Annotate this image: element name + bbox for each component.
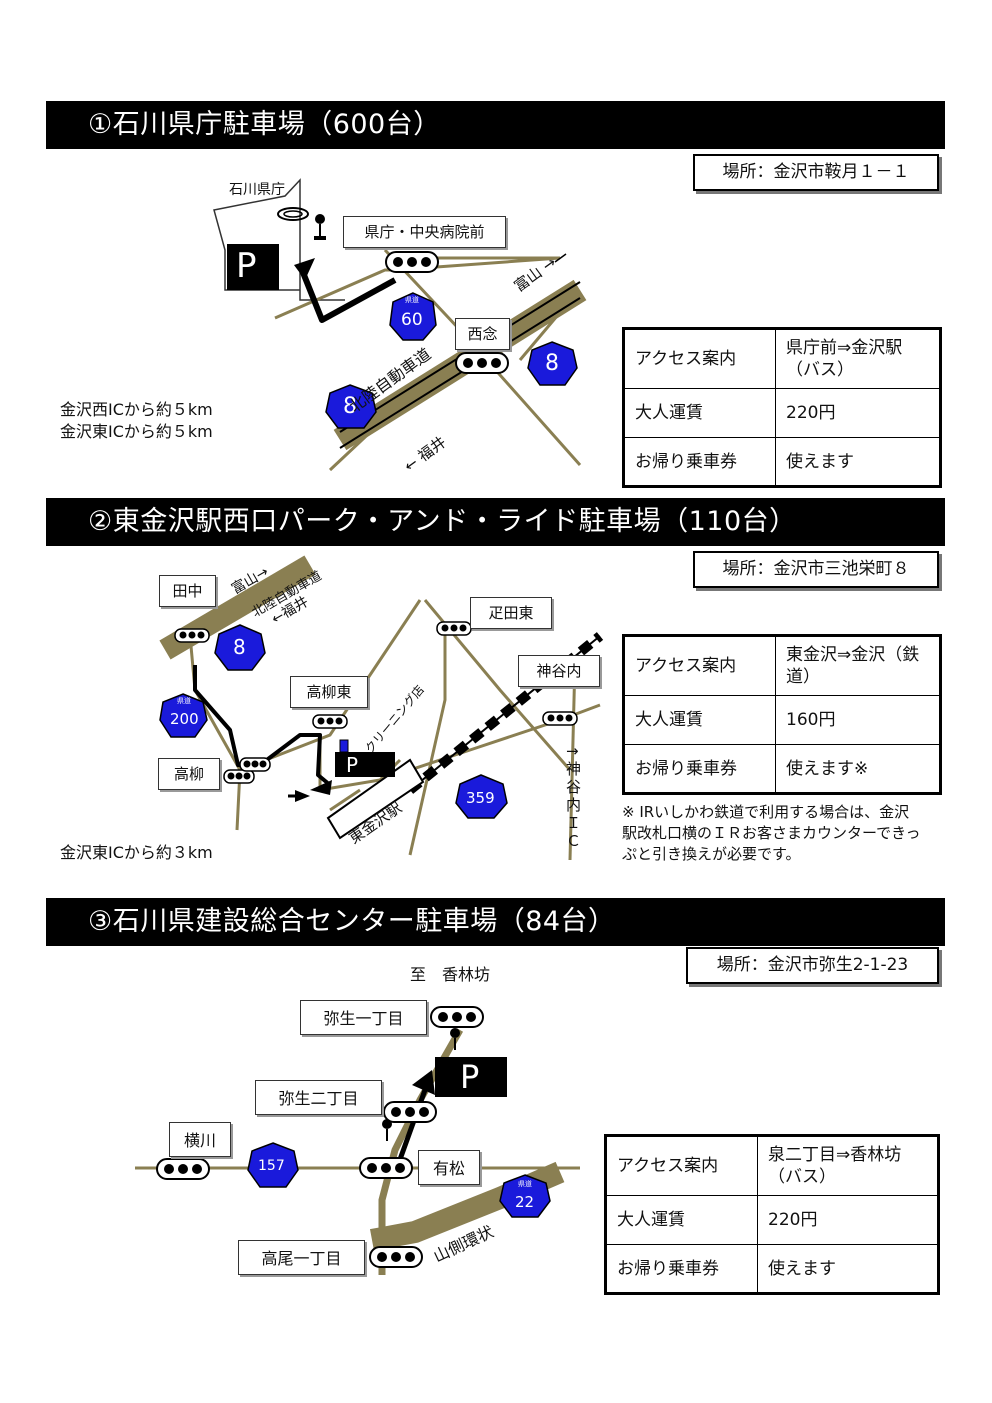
section-2-map [159, 555, 604, 861]
section-3-address: 場所：金沢市弥生2-1-23 [686, 947, 939, 984]
s3-parking-sign: P [460, 1058, 480, 1096]
s1-signal-label-2: 西念 [455, 318, 510, 350]
s3-access-val-1: 220円 [757, 1195, 939, 1245]
s2-signal-kamiyachi: 神谷内 [518, 655, 600, 687]
s1-distance-1: 金沢西ICから約５km [60, 400, 213, 419]
s2-access-key-0: アクセス案内 [623, 635, 776, 696]
s2-signal-tanaka: 田中 [159, 575, 216, 607]
s3-route-157: 157 [258, 1158, 285, 1174]
s1-parking-sign: P [236, 246, 257, 286]
section-1-address: 場所：金沢市鞍月１－１ [693, 154, 939, 191]
s2-parking-sign: P [346, 753, 359, 777]
s2-route-national: 8 [233, 635, 246, 659]
s2-route-359: 359 [466, 789, 495, 807]
s2-access-val-0: 東金沢⇒金沢（鉄道） [775, 635, 941, 696]
s3-to-korinbo: 至 香林坊 [410, 965, 491, 984]
section-2-address: 場所：金沢市三池栄町８ [693, 551, 939, 588]
s1-signal-label-1: 県庁・中央病院前 [343, 216, 506, 248]
section-3-title: ③石川県建設総合センター駐車場（84台） [46, 898, 945, 946]
s1-route-national-1: 8 [545, 351, 559, 376]
s1-route-pref: 60 [401, 310, 423, 330]
s2-signal-takayanagi: 高柳 [158, 758, 220, 790]
s3-access-val-2: 使えます [757, 1244, 939, 1294]
section-2-rule [46, 544, 945, 546]
s1-access-val-2: 使えます [775, 437, 941, 487]
section-1-map [213, 178, 587, 472]
s2-access-key-2: お帰り乗車券 [623, 744, 776, 794]
s3-access-val-0: 泉二丁目⇒香林坊（バス） [757, 1135, 939, 1196]
s3-access-key-2: お帰り乗車券 [605, 1244, 758, 1294]
s1-route-national-2: 8 [343, 394, 357, 419]
s2-signal-ashidahigashi: 疋田東 [470, 597, 552, 629]
s2-distance: 金沢東ICから約３km [60, 843, 213, 862]
section-1-rule [46, 147, 945, 149]
s1-access-key-1: 大人運賃 [623, 388, 776, 438]
s3-route-pref: 22 [515, 1193, 535, 1211]
s2-route-pref: 200 [170, 710, 199, 728]
s1-building-label: 石川県庁 [229, 182, 285, 198]
s2-access-val-2: 使えます※ [775, 744, 941, 794]
s3-route-pref-tag: 県道 [518, 1180, 532, 1188]
s3-signal-arimatsu: 有松 [418, 1150, 480, 1185]
s2-route-pref-tag: 県道 [177, 697, 191, 705]
s2-note: ※ IRいしかわ鉄道で利用する場合は、金沢駅改札口横のＩＲお客さまカウンターでき… [622, 803, 921, 863]
s3-signal-yayoi1: 弥生一丁目 [300, 1000, 427, 1035]
section-3-rule [46, 944, 945, 946]
s1-access-key-0: アクセス案内 [623, 328, 776, 389]
s3-access-key-0: アクセス案内 [605, 1135, 758, 1196]
section-1-title: ①石川県庁駐車場（600台） [46, 101, 945, 149]
s3-signal-takao1: 高尾一丁目 [238, 1240, 365, 1275]
s1-access-val-1: 220円 [775, 388, 941, 438]
section-2-title: ②東金沢駅西口パーク・アンド・ライド駐車場（110台） [46, 498, 945, 546]
s2-access-val-1: 160円 [775, 695, 941, 745]
s1-access-val-0: 県庁前⇒金沢駅（バス） [775, 328, 941, 389]
s3-signal-yayoi2: 弥生二丁目 [255, 1080, 382, 1115]
s1-access-key-2: お帰り乗車券 [623, 437, 776, 487]
s2-signal-takayanagihigashi: 高柳東 [290, 676, 368, 708]
s1-route-pref-tag: 県道 [405, 296, 419, 304]
s1-distance-2: 金沢東ICから約５km [60, 422, 213, 441]
s2-access-key-1: 大人運賃 [623, 695, 776, 745]
s3-access-key-1: 大人運賃 [605, 1195, 758, 1245]
s3-signal-yokogawa: 横川 [169, 1122, 231, 1157]
s2-ic: →神谷内ＩＣ [566, 742, 582, 850]
